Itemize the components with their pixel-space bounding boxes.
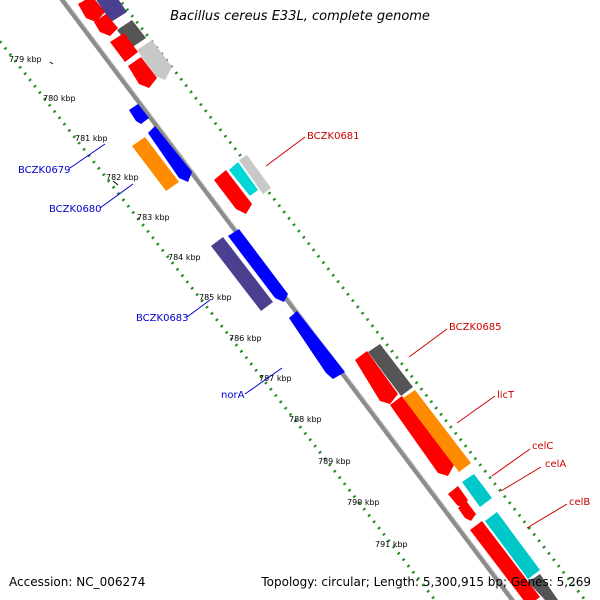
- kbp-tick-label: 780 kbp: [43, 94, 76, 103]
- gene-label-nora[interactable]: norA: [221, 390, 245, 401]
- kbp-tick-label: 782 kbp: [106, 173, 139, 182]
- kbp-tick-label: 783 kbp: [137, 213, 170, 222]
- gene-arrow-red: [94, 14, 118, 36]
- outer-tick-track: [117, 0, 587, 600]
- map-title: Bacillus cereus E33L, complete genome: [170, 9, 430, 24]
- kbp-tick-label: 784 kbp: [168, 253, 201, 262]
- gene-arrow-cyan: [229, 162, 258, 196]
- gene-label-cela[interactable]: celA: [545, 459, 566, 470]
- inner-tick-track: [0, 38, 437, 600]
- gene-label-bczk0680[interactable]: BCZK0680: [49, 204, 102, 215]
- gene-label-bczk0683[interactable]: BCZK0683: [136, 313, 189, 324]
- gene-arrow-orange-bczk0680: [132, 137, 179, 191]
- gene-label-bczk0681[interactable]: BCZK0681: [307, 131, 360, 142]
- gene-arrow-navy: [96, 0, 127, 22]
- gene-arrow-blue: [148, 126, 192, 182]
- gene-arrow-darkgray-bczk0685: [368, 344, 413, 396]
- gene-arrow-red: [458, 502, 476, 521]
- gene-label-lict[interactable]: licT: [497, 390, 515, 401]
- kbp-tick-leaders: [49, 61, 119, 186]
- kbp-tick-label: 785 kbp: [199, 293, 232, 302]
- gene-arrow-red: [470, 521, 540, 600]
- gene-label-celc[interactable]: celC: [532, 441, 553, 452]
- gene-label-bczk0685[interactable]: BCZK0685: [449, 322, 502, 333]
- gene-arrow-darkgray: [528, 574, 558, 600]
- gene-label-leaders: [69, 136, 568, 529]
- kbp-tick-label: 786 kbp: [229, 334, 262, 343]
- gene-arrow-blue-bczk0679: [129, 104, 149, 124]
- gene-arrow-cyan-celb: [485, 512, 540, 579]
- gene-label-celb[interactable]: celB: [569, 497, 590, 508]
- gene-arrow-red: [78, 0, 105, 22]
- gene-features: [78, 0, 558, 600]
- kbp-tick-label: 790 kbp: [347, 498, 380, 507]
- gene-arrow-red-celc: [448, 486, 468, 508]
- topology-text: Topology: circular; Length: 5,300,915 bp…: [261, 575, 591, 589]
- gene-arrow-navy-bczk0683: [211, 237, 273, 311]
- gene-arrow-blue: [228, 229, 288, 302]
- kbp-tick-label: 787 kbp: [259, 374, 292, 383]
- gene-arrow-red: [110, 33, 138, 62]
- gene-arrow-red: [390, 396, 454, 476]
- gene-arrow-red: [128, 57, 157, 88]
- genome-backbone: [59, 0, 516, 600]
- gene-arrow-red: [214, 170, 252, 214]
- gene-arrow-darkgray: [117, 20, 146, 48]
- kbp-tick-label: 779 kbp: [9, 55, 42, 64]
- genome-backbone-highlight: [64, 0, 516, 600]
- kbp-tick-label: 788 kbp: [289, 415, 322, 424]
- gene-label-bczk0679[interactable]: BCZK0679: [18, 165, 71, 176]
- accession-text: Accession: NC_006274: [9, 575, 146, 589]
- kbp-tick-label: 789 kbp: [318, 457, 351, 466]
- kbp-tick-label: 791 kbp: [375, 540, 408, 549]
- gene-arrow-lightgray: [137, 40, 172, 80]
- gene-arrow-cyan-cela: [462, 474, 492, 507]
- gene-arrow-orange-lict: [403, 390, 471, 472]
- gene-arrow-lightgray: [239, 155, 271, 194]
- gene-arrow-red: [355, 351, 398, 404]
- kbp-tick-label: 781 kbp: [75, 134, 108, 143]
- gene-arrow-blue-nora: [289, 311, 345, 379]
